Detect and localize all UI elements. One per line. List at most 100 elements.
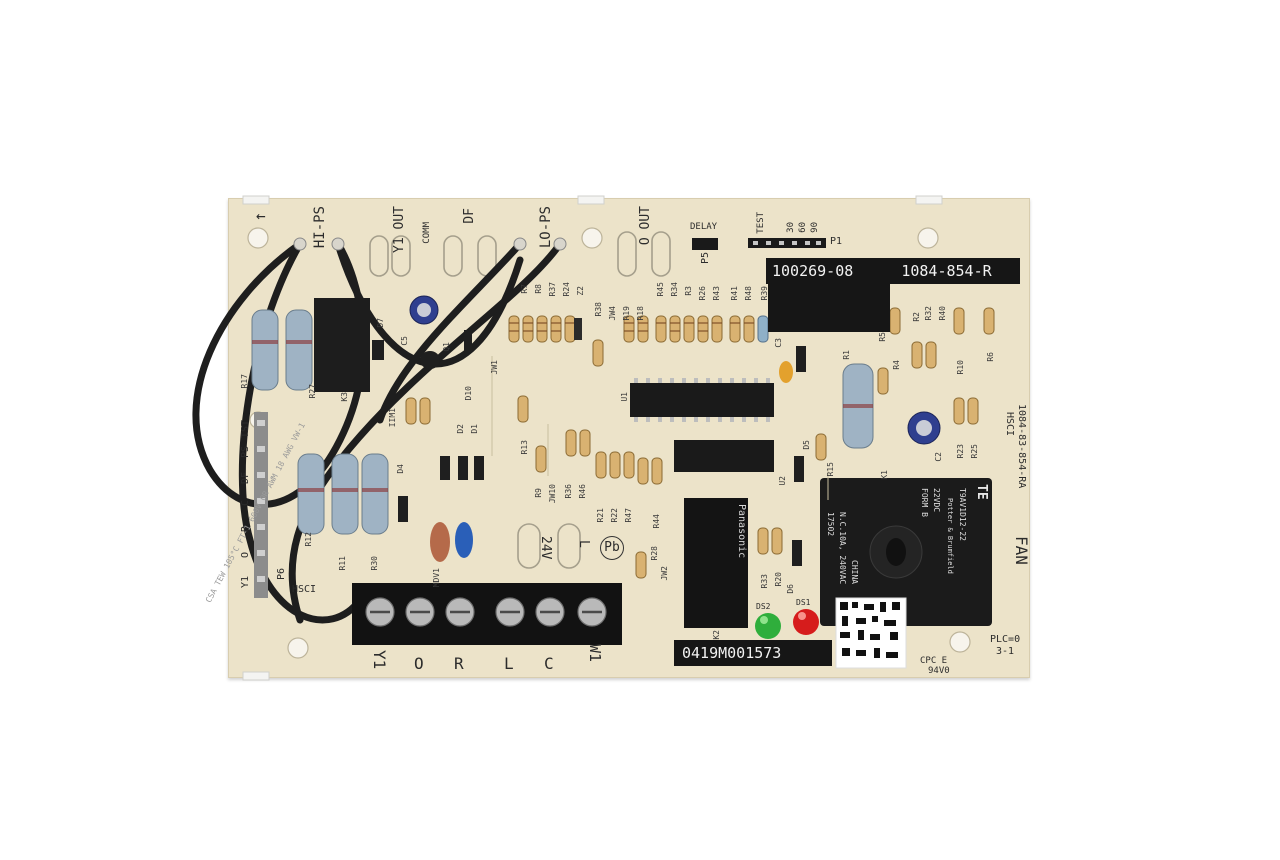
power-resistor-bands xyxy=(252,340,873,492)
screw-label-o: O xyxy=(414,654,424,673)
ref-r7: R7 xyxy=(520,284,529,294)
relay-k2-brand: Panasonic xyxy=(736,504,747,559)
header-label-df: DF xyxy=(240,472,251,485)
part-number-2: 1084-854-R xyxy=(901,262,992,280)
ref-r8: R8 xyxy=(534,284,543,294)
ref-c3: C3 xyxy=(774,338,783,348)
screw-label-l: L xyxy=(504,654,514,673)
screw-label-w1: W1 xyxy=(586,644,604,663)
ref-d10: D10 xyxy=(464,386,473,401)
side-code: 1084-83-854-RA xyxy=(1016,404,1027,489)
relay-k1 xyxy=(820,478,992,626)
ref-d1: D1 xyxy=(470,424,479,434)
header-name-p6: P6 xyxy=(276,568,287,581)
ref-r30: R30 xyxy=(370,556,379,571)
ref-d2: D2 xyxy=(456,424,465,434)
led-label-ds1: DS1 xyxy=(796,598,811,607)
jumper-time-60: 60 xyxy=(798,222,808,233)
ref-r1: R1 xyxy=(842,350,851,360)
ref-iim1: IIM1 xyxy=(388,408,397,428)
lead-free-logo: Pb xyxy=(600,536,624,560)
ref-r15: R15 xyxy=(826,462,835,477)
ref-r25: R25 xyxy=(970,444,979,459)
relay-k1-rating: N.C.10A, 240VAC xyxy=(838,512,847,585)
header-label-ps: PS xyxy=(240,446,251,459)
edge-clips xyxy=(242,195,943,681)
ref-r21: R21 xyxy=(596,508,605,523)
ref-d7: D7 xyxy=(376,318,385,328)
ref-r28: R28 xyxy=(650,546,659,561)
ref-q1: Q1 xyxy=(442,342,451,352)
ref-r38: R38 xyxy=(594,302,603,317)
header-label-y1: Y1 xyxy=(240,576,251,589)
terminal-label-y1-out: Y1 OUT xyxy=(392,206,407,253)
ref-k3: K3 xyxy=(340,392,349,402)
ref-r34: R34 xyxy=(670,282,679,297)
ref-d5: D5 xyxy=(802,440,811,450)
cpc-mark-2: 94V0 xyxy=(928,666,950,676)
ref-r23: R23 xyxy=(956,444,965,459)
ref-r24: R24 xyxy=(562,282,571,297)
ref-r27: R27 xyxy=(308,384,317,399)
ref-jw1: JW1 xyxy=(490,360,499,375)
ref-z2: Z2 xyxy=(576,286,585,296)
ref-r13: R13 xyxy=(520,440,529,455)
plc-mark-2: 3-1 xyxy=(996,646,1015,657)
ref-jw4: JW4 xyxy=(608,306,617,321)
jumper-headers xyxy=(692,238,826,250)
ref-c5: C5 xyxy=(400,336,409,346)
terminal-label-df: DF xyxy=(462,208,477,224)
ref-k1: K1 xyxy=(880,470,889,480)
terminal-label-o-out: O OUT xyxy=(638,206,653,246)
header-label-o: O xyxy=(240,552,251,559)
terminal-label-comm: COMM xyxy=(422,222,432,244)
ref-r26: R26 xyxy=(698,286,707,301)
ref-r6: R6 xyxy=(986,352,995,362)
led-label-ds2: DS2 xyxy=(756,602,771,611)
data-matrix-code xyxy=(835,597,907,669)
ref-c2: C2 xyxy=(934,452,943,462)
jumper-test-label: TEST xyxy=(756,212,766,234)
relay-k1-brand: TE xyxy=(974,484,989,500)
ref-r5: R5 xyxy=(878,332,887,342)
wire-connectors xyxy=(293,237,567,251)
ref-r47: R47 xyxy=(624,508,633,523)
ref-r3: R3 xyxy=(684,286,693,296)
cpc-mark-1: CPC E xyxy=(920,656,948,666)
relay-k1-maker: Potter & Brumfield xyxy=(946,498,954,574)
left-header-pins xyxy=(254,412,268,598)
screw-label-y1: Y1 xyxy=(370,650,389,670)
ref-r19: R19 xyxy=(622,306,631,321)
ref-mdv1: MDV1 xyxy=(432,568,441,588)
ref-r4: R4 xyxy=(892,360,901,370)
ref-d4: D4 xyxy=(396,464,405,474)
ref-r32: R32 xyxy=(924,306,933,321)
diodes-transistor xyxy=(372,330,806,566)
relay-k1-code: 17502 xyxy=(826,512,835,537)
ref-r40: R40 xyxy=(938,306,947,321)
resistor-array-top xyxy=(405,307,995,579)
silk-panel xyxy=(768,284,890,332)
ref-r48: R48 xyxy=(744,286,753,301)
ref-jw2: JW2 xyxy=(660,566,669,581)
ref-r41: R41 xyxy=(730,286,739,301)
terminal-label-hi-ps: HI-PS xyxy=(312,206,328,249)
relay-k1-model: T9AV1D12-22 xyxy=(958,488,967,541)
status-leds xyxy=(755,609,819,639)
ref-u2: U2 xyxy=(778,476,787,486)
power-label-24v: 24V xyxy=(538,536,553,560)
ref-r2: R2 xyxy=(912,312,921,322)
side-mark: HSCI xyxy=(1004,412,1015,437)
ref-r44: R44 xyxy=(652,514,661,529)
ref-r22: R22 xyxy=(610,508,619,523)
screw-label-r: R xyxy=(454,654,464,673)
ref-r46: R46 xyxy=(578,484,587,499)
jumper-time-30: 30 xyxy=(786,222,796,233)
screw-terminal-block xyxy=(352,583,622,645)
ref-r11: R11 xyxy=(338,556,347,571)
traces xyxy=(491,356,829,500)
ref-r45: R45 xyxy=(656,282,665,297)
ref-d6: D6 xyxy=(786,584,795,594)
ref-jw10: JW10 xyxy=(548,484,557,504)
ref-r18: R18 xyxy=(636,306,645,321)
